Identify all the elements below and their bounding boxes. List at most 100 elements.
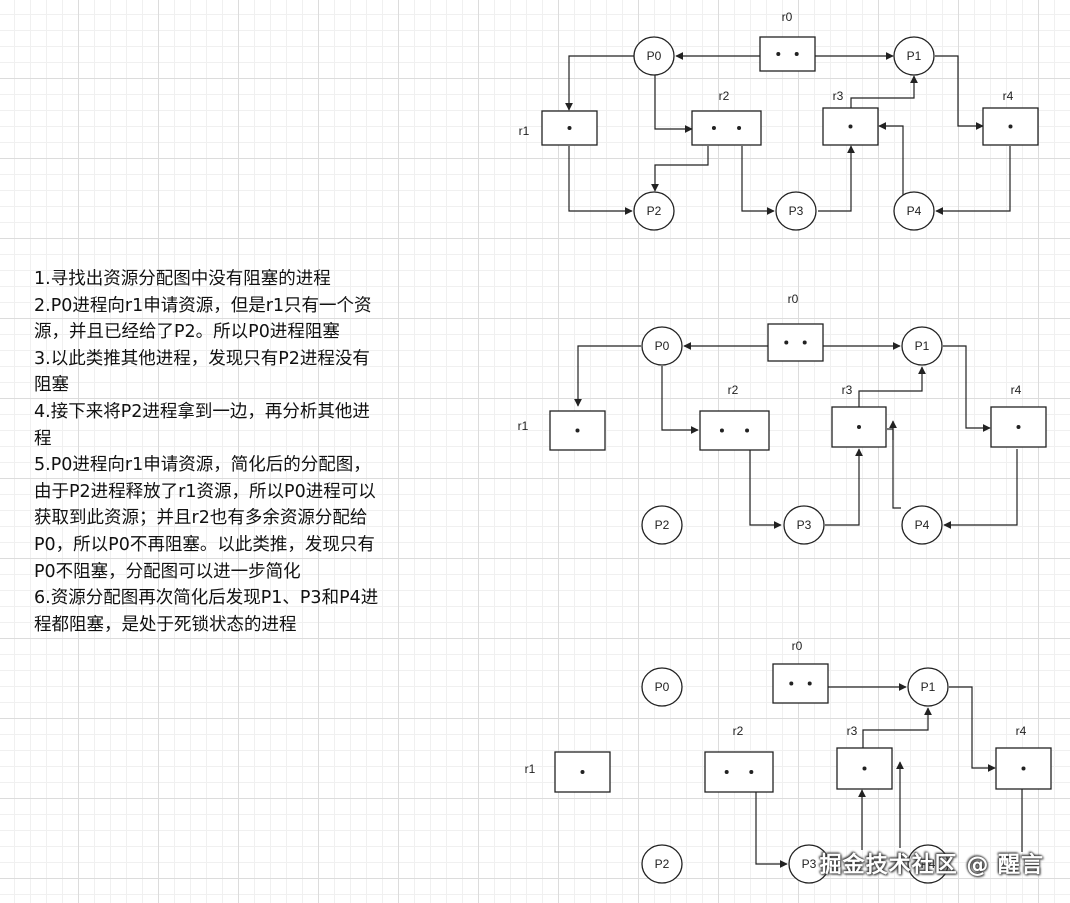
allocation-edge: [565, 55, 634, 111]
step-line: 5.P0进程向r1申请资源，简化后的分配图，: [34, 455, 371, 476]
resource-label: r0: [782, 10, 793, 24]
resource-label: r1: [518, 419, 529, 433]
resource-label: r4: [1011, 383, 1022, 397]
allocation-edge: [818, 145, 855, 212]
resource-label: r3: [847, 724, 858, 738]
step-line: 源，并且已经给了P2。所以P0进程阻塞: [34, 322, 340, 343]
allocation-edge: [935, 146, 1011, 215]
process-label: P4: [921, 857, 936, 871]
process-label: P3: [797, 518, 812, 532]
resource-instance-dot: [789, 681, 794, 686]
process-label: P3: [802, 857, 817, 871]
allocation-edge: [661, 366, 699, 434]
step-line: 程: [34, 428, 52, 449]
allocation-edge: [749, 449, 782, 529]
resource-instance-dot: [857, 425, 861, 429]
resource-label: r2: [733, 724, 744, 738]
resource-instance-dot: [802, 340, 807, 345]
process-node-p3: [775, 191, 817, 231]
process-label: P3: [789, 204, 804, 218]
step-line: 1.寻找出资源分配图中没有阻塞的进程: [34, 269, 331, 289]
resource-instance-dot: [848, 124, 853, 129]
allocation-edge: [943, 449, 1018, 529]
process-label: P1: [907, 49, 922, 63]
step-line: 程都阻塞，是处于死锁状态的进程: [34, 614, 297, 635]
step-line: 由于P2进程释放了r1资源，所以P0进程可以: [34, 481, 376, 502]
process-node-p1: [907, 667, 949, 707]
resource-instance-dot: [807, 681, 812, 686]
resource-node-r1: [549, 410, 606, 451]
allocation-edge: [949, 686, 996, 772]
resource-node-r0: [759, 36, 816, 72]
allocation-edge: [568, 146, 633, 215]
process-label: P2: [647, 204, 662, 218]
step-line: P0，所以P0不再阻塞。以此类推，发现只有: [34, 534, 375, 555]
resource-instance-dot: [1016, 425, 1021, 429]
resource-instance-dot: [794, 52, 799, 56]
watermark: 掘金技术社区 @ 醒言: [819, 853, 1044, 878]
resource-instance-dot: [580, 770, 585, 774]
resource-label: r2: [719, 89, 730, 103]
process-label: P1: [915, 339, 930, 353]
process-label: P4: [915, 518, 930, 532]
step-line: 获取到此资源；并且r2也有多余资源分配给: [34, 508, 368, 529]
step-line: 6.资源分配图再次简化后发现P1、P3和P4进: [34, 588, 379, 609]
explanation-text: 1.寻找出资源分配图中没有阻塞的进程 2.P0进程向r1申请资源，但是r1只有一…: [34, 266, 434, 638]
allocation-edge: [862, 707, 932, 748]
step-line: 3.以此类推其他进程，发现只有P2进程没有: [34, 348, 370, 369]
process-label: P2: [655, 518, 670, 532]
resource-label: r1: [525, 762, 536, 776]
resource-label: r0: [792, 639, 803, 653]
process-node-p4: [893, 191, 935, 231]
allocation-edge: [755, 789, 788, 868]
resource-node-r2: [704, 751, 774, 793]
process-node-p4: [907, 844, 949, 884]
process-label: P0: [655, 339, 670, 353]
resource-instance-dot: [862, 766, 867, 771]
process-node-p3: [783, 505, 825, 545]
resource-label: r2: [728, 383, 739, 397]
process-node-p2: [641, 844, 683, 884]
process-label: P2: [655, 857, 670, 871]
allocation-edge: [935, 55, 984, 130]
allocation-edge: [741, 146, 775, 215]
process-node-p4: [901, 505, 943, 545]
resource-instance-dot: [776, 52, 781, 56]
process-node-p0: [641, 667, 683, 707]
process-node-p0: [641, 326, 683, 366]
process-label: P0: [655, 680, 670, 694]
resource-instance-dot: [784, 340, 789, 345]
resource-node-r0: [772, 663, 829, 704]
resource-instance-dot: [711, 126, 716, 130]
process-node-p3: [788, 844, 830, 884]
resource-instance-dot: [575, 428, 580, 433]
allocation-edge: [574, 345, 641, 407]
resource-instance-dot: [719, 428, 724, 433]
allocation-edge: [654, 75, 693, 133]
resource-node-r0: [767, 323, 824, 362]
allocation-edge: [878, 122, 904, 196]
step-line: 2.P0进程向r1申请资源，但是r1只有一个资: [34, 295, 372, 316]
resource-instance-dot: [567, 126, 572, 130]
process-node-p0: [633, 36, 675, 76]
allocation-edge: [651, 146, 709, 192]
resource-label: r0: [788, 292, 799, 306]
resource-instance-dot: [724, 770, 729, 774]
allocation-edge: [943, 345, 991, 432]
resource-label: r1: [519, 124, 530, 138]
allocation-edge: [887, 428, 901, 509]
resource-instance-dot: [1021, 766, 1026, 771]
resource-label: r3: [833, 89, 844, 103]
resource-label: r4: [1003, 89, 1014, 103]
process-node-p2: [633, 191, 675, 231]
resource-node-r2: [691, 110, 762, 146]
allocation-edge: [825, 448, 863, 526]
process-node-p2: [641, 505, 683, 545]
resource-node-r2: [699, 410, 770, 451]
allocation-edge: [850, 75, 918, 110]
process-label: P0: [647, 49, 662, 63]
resource-label: r4: [1016, 724, 1027, 738]
